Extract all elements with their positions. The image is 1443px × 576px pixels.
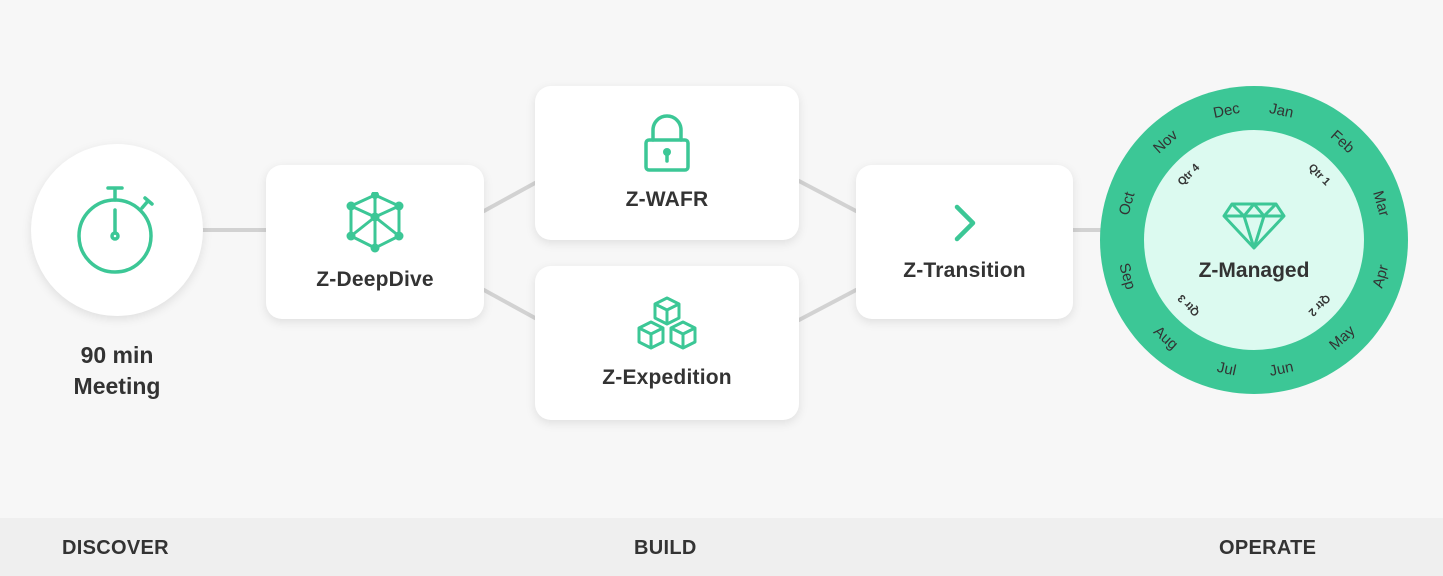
connector-deepdive-wafr	[482, 181, 537, 213]
phase-footer: DISCOVER BUILD OPERATE	[0, 518, 1443, 576]
month-label-3: Apr	[1369, 263, 1392, 290]
month-label-8: Sep	[1115, 261, 1139, 291]
card-label: Z-DeepDive	[316, 268, 434, 291]
phase-discover: DISCOVER	[62, 537, 169, 559]
month-label-11: Dec	[1212, 100, 1242, 122]
ring-inner	[1144, 130, 1364, 350]
meeting-title: Meeting	[73, 373, 161, 399]
connector-expedition-transition	[797, 288, 858, 322]
month-label-2: Mar	[1369, 189, 1392, 219]
diagram-stage: 90 min Meeting Z-DeepDive	[31, 86, 1408, 420]
card-z-expedition[interactable]: Z-Expedition	[535, 266, 799, 420]
connector-wafr-transition	[797, 179, 858, 213]
card-z-transition[interactable]: Z-Transition	[856, 165, 1073, 319]
phase-build: BUILD	[634, 537, 697, 559]
month-label-6: Jul	[1215, 359, 1237, 380]
meeting-duration: 90 min	[80, 342, 154, 368]
lock-icon	[644, 114, 690, 172]
managed-label: Z-Managed	[1199, 259, 1310, 282]
stacked-cubes-icon	[637, 296, 697, 350]
card-z-wafr[interactable]: Z-WAFR	[535, 86, 799, 240]
card-label: Z-Expedition	[602, 366, 732, 389]
month-label-9: Oct	[1116, 189, 1139, 217]
chevron-right-icon	[954, 204, 975, 242]
diamond-icon	[1222, 202, 1286, 250]
connector-lines	[201, 179, 1104, 322]
network-cube-icon	[346, 192, 404, 253]
meeting-label: 90 min Meeting	[31, 340, 203, 402]
stopwatch-icon	[77, 186, 154, 274]
month-label-0: Jan	[1268, 100, 1295, 122]
month-label-5: Jun	[1268, 358, 1295, 380]
phase-operate: OPERATE	[1219, 537, 1317, 559]
connector-deepdive-expedition	[482, 288, 537, 320]
card-label: Z-Transition	[903, 259, 1026, 282]
card-z-deepdive[interactable]: Z-DeepDive	[266, 165, 484, 319]
meeting-circle	[31, 144, 203, 316]
card-label: Z-WAFR	[625, 188, 709, 211]
